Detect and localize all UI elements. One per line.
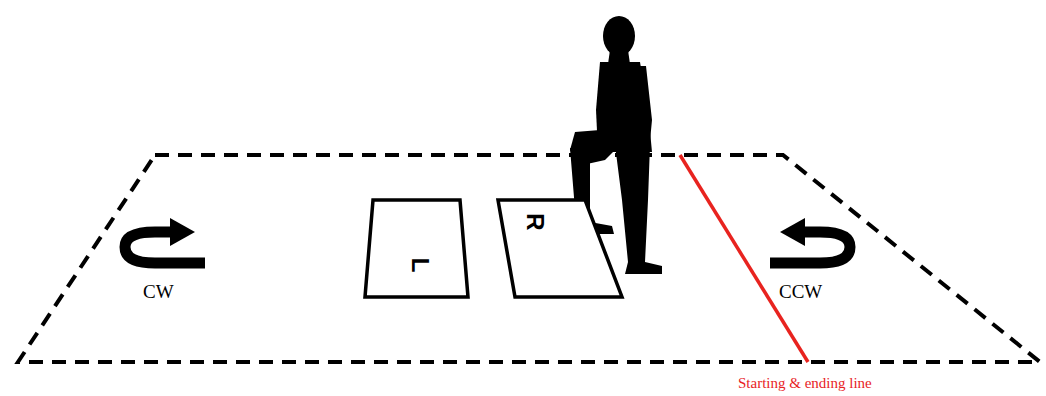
foot-letter: L xyxy=(408,258,432,273)
foot-letter: R xyxy=(523,213,547,230)
box-outline xyxy=(496,198,624,299)
annotation-label: Starting & ending line xyxy=(738,376,872,391)
annotation-label: CW xyxy=(143,282,174,301)
ccw-turn-arrow xyxy=(770,218,850,263)
cw-turn-arrow xyxy=(125,218,205,263)
floor-footprint-box: R xyxy=(496,198,624,299)
walkway-outline xyxy=(18,155,1040,362)
box-outline xyxy=(363,198,471,299)
annotation-label: CCW xyxy=(779,282,822,301)
floor-footprint-box: L xyxy=(363,198,471,299)
